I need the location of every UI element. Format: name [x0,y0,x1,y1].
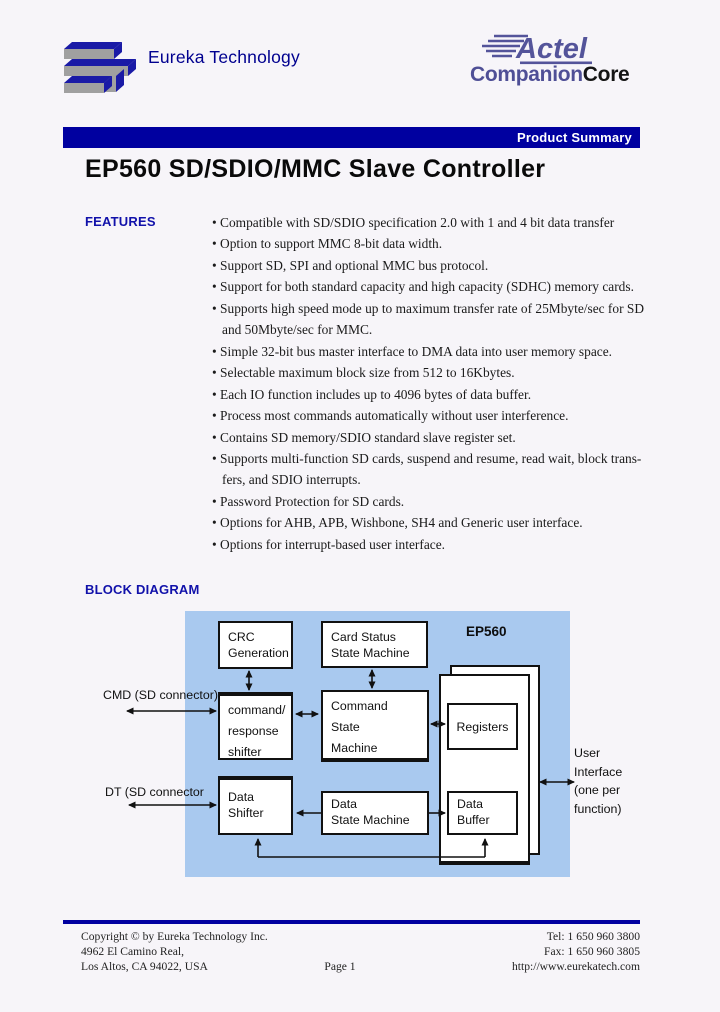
feature-item: Process most commands automatically with… [212,405,650,426]
label-dt-connector: DT (SD connector [105,785,204,799]
box-card-status-state-machine: Card Status State Machine [321,621,428,668]
box-data-buffer: Data Buffer [447,791,518,835]
diagram-chip-label: EP560 [466,624,507,639]
eureka-logo-icon [64,42,136,93]
footer-rule [63,920,640,924]
feature-item: Compatible with SD/SDIO specification 2.… [212,212,650,233]
footer-tel: Tel: 1 650 960 3800 [546,930,640,943]
footer-address-line2: Los Altos, CA 94022, USA [81,960,208,974]
actel-wordmark: Actel [515,33,588,65]
page-number: Page 1 [324,960,356,973]
footer-fax: Fax: 1 650 960 3805 [544,945,640,959]
core-text: Core [582,63,630,86]
footer-address-block: Copyright © by Eureka Technology Inc. 49… [81,929,268,975]
feature-item: Simple 32-bit bus master interface to DM… [212,341,650,362]
features-list: Compatible with SD/SDIO specification 2.… [212,212,650,555]
product-summary-banner: Product Summary [63,127,640,148]
box-command-state-machine: Command State Machine [321,690,429,762]
actel-logo: Actel [482,33,592,65]
box-registers: Registers [447,703,518,750]
footer-contact-block: Tel: 1 650 960 3800 Fax: 1 650 960 3805 … [440,929,640,975]
feature-item: Support SD, SPI and optional MMC bus pro… [212,255,650,276]
feature-item: Each IO function includes up to 4096 byt… [212,384,650,405]
feature-item: Options for AHB, APB, Wishbone, SH4 and … [212,512,650,533]
box-command-response-shifter: command/ response shifter [218,692,293,760]
companioncore-wordmark: CompanionCore [470,63,646,87]
box-crc-generation: CRC Generation [218,621,293,669]
feature-item: Options for interrupt-based user interfa… [212,534,650,555]
footer-address-line1: 4962 El Camino Real, [81,945,185,959]
footer-copyright: Copyright © by Eureka Technology Inc. [81,930,268,943]
feature-item: Password Protection for SD cards. [212,491,650,512]
feature-item: Contains SD memory/SDIO standard slave r… [212,427,650,448]
eureka-wordmark: Eureka Technology [148,47,300,67]
label-user-interface: User Interface (one per function) [574,746,623,816]
feature-item: Option to support MMC 8-bit data width. [212,233,650,254]
companion-text: Companion [470,63,583,86]
feature-item: Support for both standard capacity and h… [212,276,650,297]
features-heading: FEATURES [85,214,156,229]
feature-item: Supports multi-function SD cards, suspen… [212,448,650,491]
label-cmd-connector: CMD (SD connector) [103,688,218,702]
box-data-shifter: Data Shifter [218,776,293,835]
feature-item: Selectable maximum block size from 512 t… [212,362,650,383]
feature-item: Supports high speed mode up to maximum t… [212,298,650,341]
footer-url: http://www.eurekatech.com [511,960,640,974]
block-diagram-heading: BLOCK DIAGRAM [85,582,200,597]
box-data-state-machine: Data State Machine [321,791,429,835]
page-title: EP560 SD/SDIO/MMC Slave Controller [85,155,546,183]
